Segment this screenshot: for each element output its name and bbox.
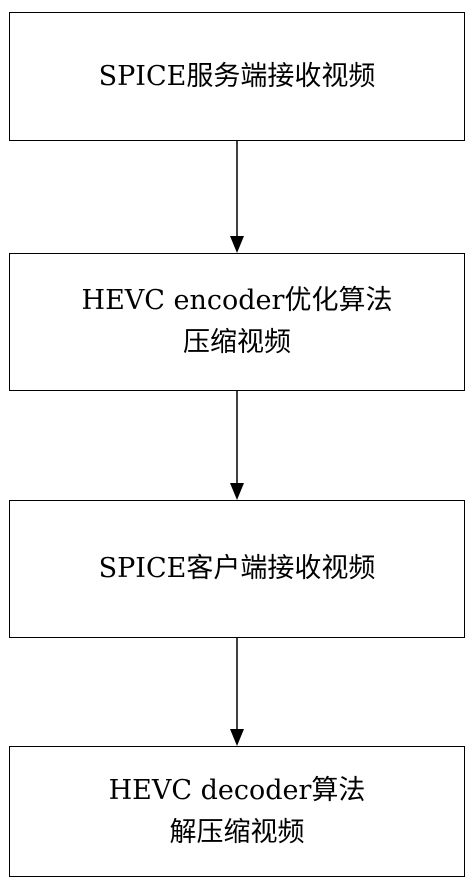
step-4-text-line-2: 解压缩视频 — [169, 816, 305, 848]
step-4-text-line-1: HEVC decoder算法 — [108, 774, 366, 806]
step-2-text-line-2: 压缩视频 — [183, 327, 291, 358]
arrow-3-head — [230, 729, 244, 746]
flow-step-spice-server-receive: SPICE服务端接收视频 — [9, 12, 465, 141]
flow-step-spice-client-receive: SPICE客户端接收视频 — [9, 500, 465, 638]
arrow-step-3-to-4 — [230, 638, 244, 746]
arrow-2-head — [230, 483, 244, 500]
arrow-1-head — [230, 236, 244, 253]
flow-step-hevc-decoder-decompress: HEVC decoder算法 解压缩视频 — [9, 746, 465, 877]
flow-step-hevc-encoder-compress: HEVC encoder优化算法 压缩视频 — [9, 253, 465, 391]
arrow-step-2-to-3 — [230, 391, 244, 500]
step-2-text-line-1: HEVC encoder优化算法 — [81, 285, 393, 316]
arrow-step-1-to-2 — [230, 141, 244, 253]
step-3-text: SPICE客户端接收视频 — [98, 553, 376, 584]
step-1-text: SPICE服务端接收视频 — [98, 60, 376, 92]
